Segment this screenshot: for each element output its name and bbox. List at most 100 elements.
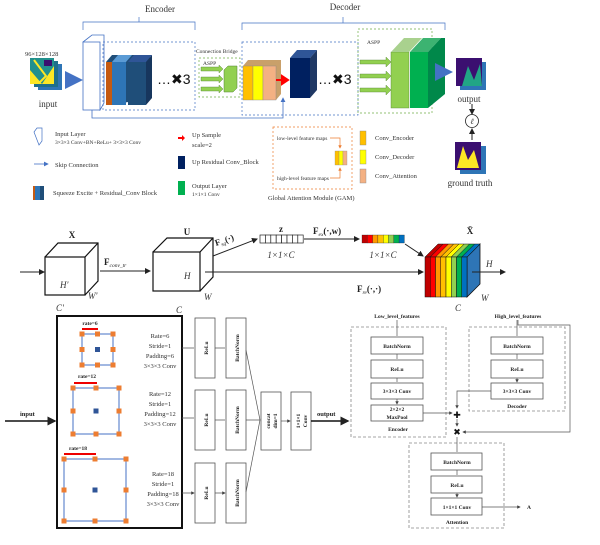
rate-tag: rate=12 xyxy=(78,374,96,380)
branch-rate: Rate=18 xyxy=(152,471,174,478)
z-label: z xyxy=(279,224,283,234)
rate-tag: rate=18 xyxy=(69,446,87,452)
z-cell xyxy=(265,234,272,244)
relu-box-1 xyxy=(194,389,216,451)
f-conv-tr-sub: conv_tr xyxy=(110,263,128,269)
xbar-channel-slice xyxy=(430,256,436,298)
encoder-repeat: …✖3 xyxy=(157,71,191,87)
s-dims: 1×1×C xyxy=(369,250,397,260)
aspp-input-label: input xyxy=(20,411,36,418)
f-re-label: Fre(·,·) xyxy=(357,284,381,296)
x-cube xyxy=(44,242,99,296)
scale-arrow xyxy=(404,243,424,257)
h-prime-label: H' xyxy=(59,280,69,290)
f-sq-arrow xyxy=(212,238,258,257)
u-label: U xyxy=(184,227,191,237)
decoder-bracket xyxy=(241,17,446,30)
attention-output-label: A xyxy=(527,505,531,511)
low-level-features-label: Low_level_features xyxy=(374,314,419,320)
decoder-branch-title: Decoder xyxy=(507,404,527,410)
legend-conv-attention-label: Conv_Attention xyxy=(375,173,418,180)
kernel-tap xyxy=(61,487,67,493)
up-residual-block xyxy=(290,50,317,98)
w-prime-label: W' xyxy=(88,291,98,301)
f-sq-arg: (·) xyxy=(223,232,235,244)
squeeze-excite-diagram: X H' W' C' Fconv_tr U H W C Fsq(·) z 1×1… xyxy=(20,224,506,315)
legend-up-residual: Up Residual Conv_Block xyxy=(178,156,260,169)
c-out-label: C xyxy=(455,303,462,313)
kernel-tap xyxy=(92,456,98,462)
legend-se-block: Squeeze Excite + Residual_Conv Block xyxy=(33,186,158,200)
kernel-tap xyxy=(61,518,67,524)
legend-skip-connection: Skip Connection xyxy=(34,161,99,169)
high-level-features-label: High_level_features xyxy=(495,314,542,320)
f-re-arg: (·,·) xyxy=(367,284,381,294)
upsample-arrow xyxy=(276,74,290,86)
attention-module-diagram: Low_level_features High_level_features B… xyxy=(350,314,571,529)
relu-label-2: ReLu xyxy=(204,486,210,499)
branch-padding: Padding=12 xyxy=(144,411,175,418)
z-dims: 1×1×C xyxy=(267,250,295,260)
f-ex-arg: (·,w) xyxy=(323,226,341,236)
dec-relu-box xyxy=(490,359,544,379)
add-operator: ✚ xyxy=(453,411,461,421)
dec-batchnorm-label: BatchNorm xyxy=(503,344,531,350)
legend-input-layer-label: Input Layer xyxy=(55,131,86,138)
branch-conv: 3×3×3 Conv xyxy=(144,363,178,370)
kernel-tap xyxy=(70,431,76,437)
kernel-tap xyxy=(61,456,67,462)
z-vector xyxy=(259,234,304,244)
legend-up-sample-scale: scale=2 xyxy=(192,142,212,149)
enc-maxpool-size: 2×2×2 xyxy=(390,407,405,413)
branch-conv: 3×3×3 Conv xyxy=(144,421,178,428)
relu-box-2 xyxy=(194,462,216,524)
branch-rate: Rate=12 xyxy=(149,391,171,398)
branch-rate: Rate=6 xyxy=(151,333,171,340)
weight-cell xyxy=(383,234,389,244)
enc-batchnorm-box xyxy=(370,336,424,355)
kernel-center xyxy=(93,408,99,414)
bridge-aspp-label: ASPP xyxy=(203,61,216,67)
branch-stride: Stride=1 xyxy=(149,343,171,350)
kernel-tap xyxy=(79,362,85,368)
z-cell xyxy=(297,234,304,244)
legend-output-layer: Output Layer 1×1×1 Conv xyxy=(178,181,228,198)
relu-label-1: ReLu xyxy=(204,413,210,426)
enc-conv-label: 3×3×3 Conv xyxy=(383,389,412,395)
enc-batchnorm-label: BatchNorm xyxy=(383,344,411,350)
z-cell xyxy=(270,234,277,244)
f-conv-tr-label: Fconv_tr xyxy=(104,257,127,269)
bn-box-2 xyxy=(225,462,247,524)
kernel-center xyxy=(92,487,98,493)
legend-conv-attention: Conv_Attention xyxy=(359,168,418,184)
aspp-diagram: input Rate=6 Stride=1 Padding=6 3×3×3 Co… xyxy=(5,315,350,529)
kernel-tap xyxy=(123,518,129,524)
xbar-label: X̄ xyxy=(467,226,474,236)
high-level-skip-line xyxy=(462,320,571,434)
z-cell xyxy=(281,234,288,244)
legend-input-layer-desc: 3×3×3 Conv+BN+ReLu+ 3×3×3 Conv xyxy=(55,140,141,146)
skip-connection-line xyxy=(91,97,286,119)
atrous-kernels xyxy=(61,328,129,524)
weight-cell xyxy=(388,234,394,244)
c-label: C xyxy=(176,305,183,315)
kernel-tap xyxy=(93,431,99,437)
xbar-channel-slice xyxy=(435,256,441,298)
w-out-label: W xyxy=(481,293,490,303)
branch-stride: Stride=1 xyxy=(152,481,174,488)
multiply-operator: ✖ xyxy=(453,428,461,438)
bn-label-0: BatchNorm xyxy=(235,334,241,362)
bn-label-1: BatchNorm xyxy=(235,406,241,434)
z-cell xyxy=(259,234,266,244)
z-cell xyxy=(292,234,299,244)
kernel-tap xyxy=(110,331,116,337)
aspp-conv-label-2: Conv xyxy=(303,414,309,427)
att-batchnorm-box xyxy=(430,452,483,471)
branch-padding: Padding=6 xyxy=(146,353,175,360)
legend-conv-decoder-label: Conv_Decoder xyxy=(375,154,415,161)
attention-branch-title: Attention xyxy=(446,520,468,526)
xbar-channel-slice xyxy=(424,256,431,298)
ground-truth-label: ground truth xyxy=(448,178,493,188)
kernel-tap xyxy=(116,408,122,414)
